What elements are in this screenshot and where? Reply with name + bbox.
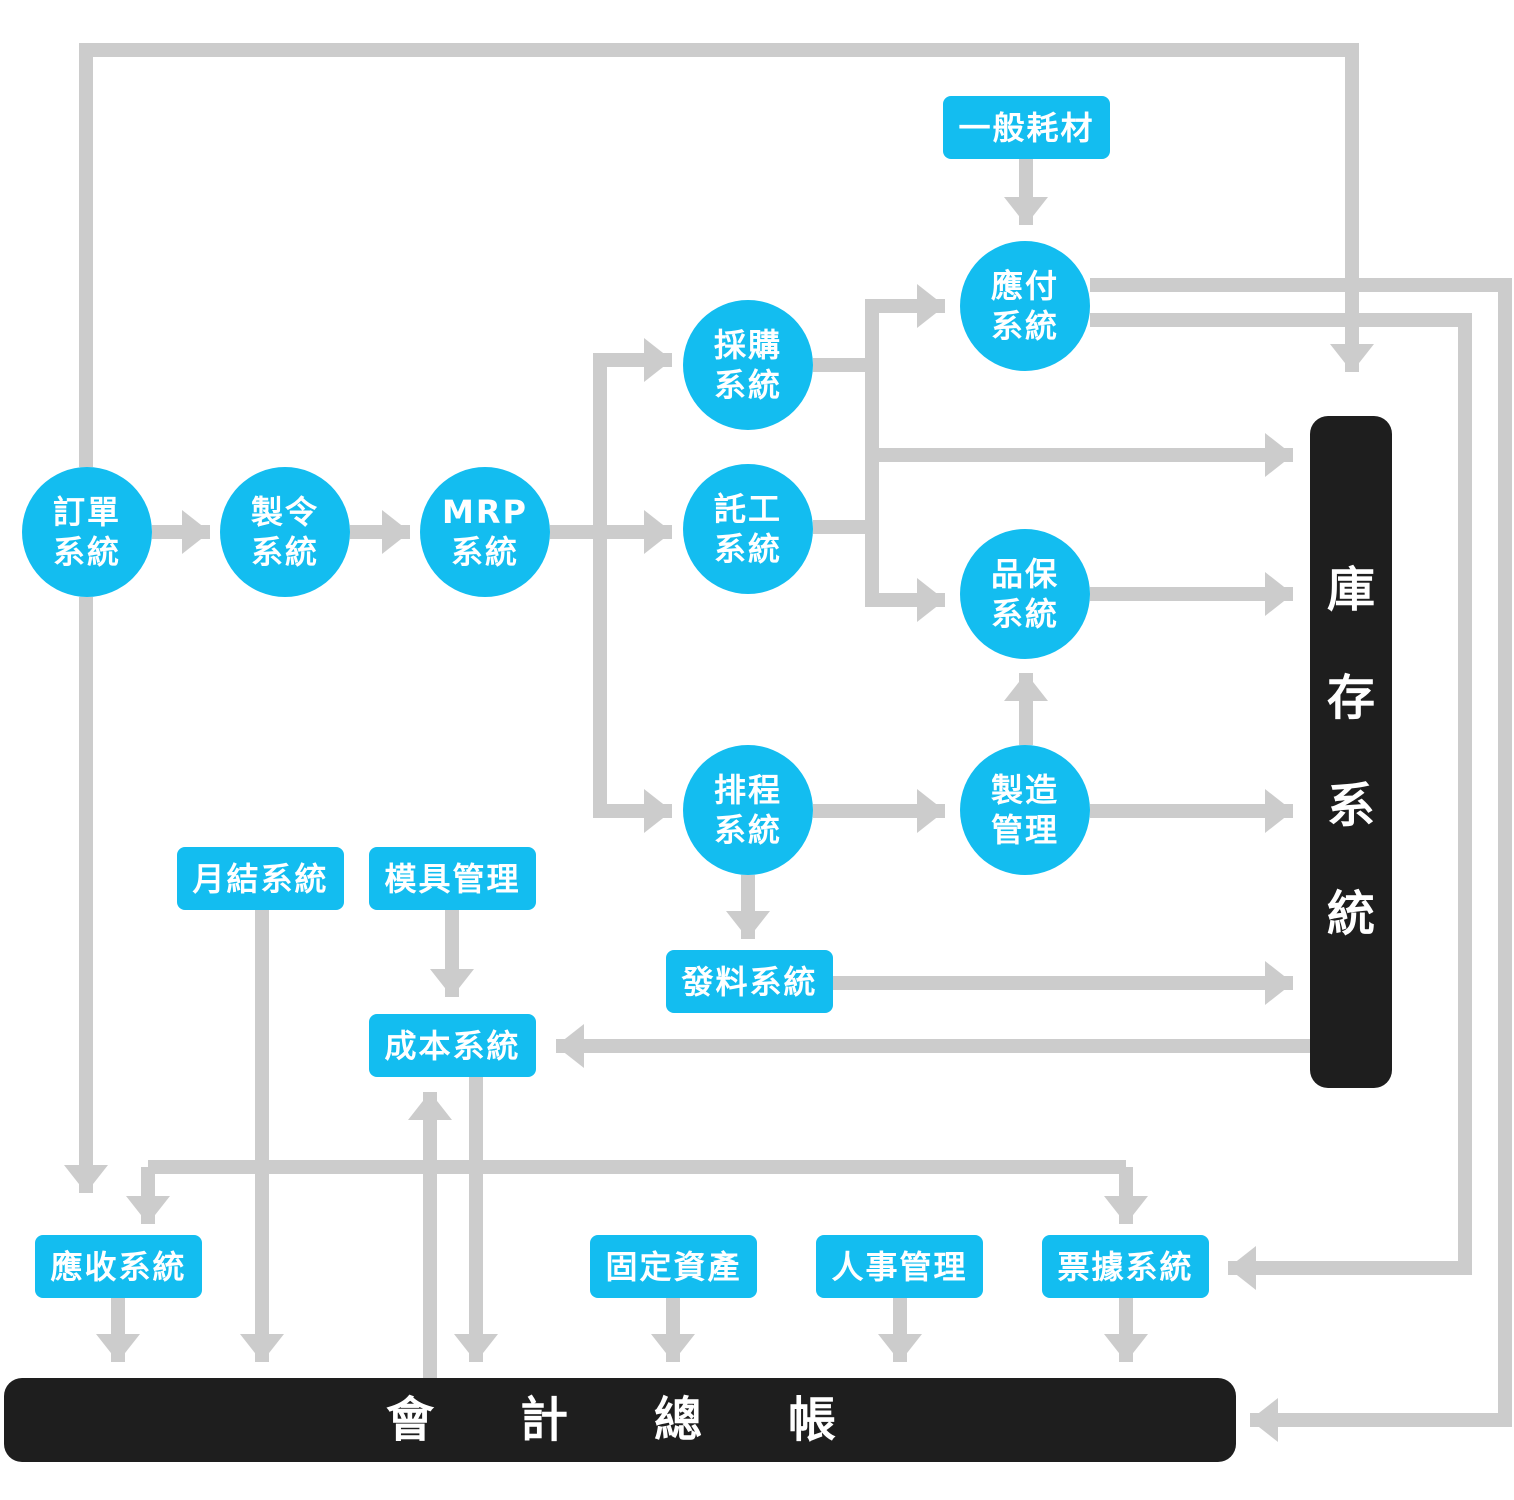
to-payables-arrow-head [917,284,945,328]
monthly-close-node: 月結系統 [177,847,344,910]
ledger-char-4: 帳 [788,1392,837,1448]
payables-to-voucher-arrow-head [1228,1246,1256,1290]
mrp-system-node: MRP 系統 [420,467,550,597]
cost-to-ledger-arrow-head [454,1334,498,1362]
bus-to-voucher-arrow-head [1104,1196,1148,1224]
manufacturing-to-quality-arrow-head [1004,673,1048,701]
purchasing-system-label-2: 系統 [713,366,782,404]
mrp-system-label-1: MRP [442,493,528,531]
order-system-node: 訂單 系統 [22,467,152,597]
outsourcing-system-label-1: 託工 [713,490,782,528]
manufacturing-mgmt-label-1: 製造 [990,771,1059,809]
workorder-to-mrp-arrow-head [382,510,410,554]
consumables-node: 一般耗材 [943,96,1110,159]
work-order-system-node: 製令 系統 [220,467,350,597]
quality-system-node: 品保 系統 [960,529,1090,659]
mrp-to-scheduling-arrow-line [593,532,672,818]
scheduling-system-node: 排程 系統 [683,745,813,875]
inventory-char-2: 存 [1326,670,1375,726]
payables-system-node: 應付 系統 [960,241,1090,371]
bus-to-receivables-arrow-head [126,1196,170,1224]
payables-to-ledger-arrow-head [1250,1398,1278,1442]
scheduling-to-material-arrow-head [726,911,770,939]
ledger-char-3: 總 [654,1392,703,1448]
mrp-to-scheduling-arrow-head [644,789,672,833]
quality-system-label-1: 品保 [990,555,1059,593]
hr-mgmt-node: 人事管理 [816,1235,983,1298]
mrp-to-purchasing-arrow-line [593,353,672,532]
mrp-to-purchasing-arrow-head [644,338,672,382]
inventory-to-cost-arrow-head [556,1024,584,1068]
cost-system-node: 成本系統 [369,1014,536,1077]
quality-system-label-2: 系統 [990,595,1059,633]
ledger-to-cost-arrow-head [408,1092,452,1120]
consumables-to-payables-arrow-head [1004,197,1048,225]
fixed-assets-node: 固定資產 [590,1235,757,1298]
manufacturing-mgmt-label-2: 管理 [990,811,1059,849]
payables-system-label-2: 系統 [990,307,1059,345]
order-system-label-2: 系統 [52,533,121,571]
mrp-to-outsourcing-arrow-head [644,510,672,554]
to-payables-arrow-line [865,299,945,365]
manufacturing-to-inventory-arrow-head [1265,789,1293,833]
outsourcing-system-node: 託工 系統 [683,464,813,594]
material-to-inventory-arrow-head [1265,961,1293,1005]
work-order-system-label-1: 製令 [250,493,319,531]
order-system-label-1: 訂單 [52,493,121,531]
order-to-receivables-arrow-head [64,1165,108,1193]
to-quality-arrow-line [865,365,945,607]
mold-to-cost-arrow-head [430,969,474,997]
manufacturing-mgmt-node: 製造 管理 [960,745,1090,875]
quality-to-inventory-arrow-head [1265,572,1293,616]
work-order-system-label-2: 系統 [250,533,319,571]
general-ledger-block: 會 計 總 帳 [4,1378,1236,1462]
order-to-workorder-arrow-head [182,510,210,554]
outsourcing-system-label-2: 系統 [713,530,782,568]
to-inventory-upper-arrow-head [1265,433,1293,477]
inventory-system-block: 庫 存 系 統 [1310,416,1392,1088]
hr-to-ledger-arrow-head [878,1334,922,1362]
voucher-to-ledger-arrow-head [1104,1334,1148,1362]
mrp-system-label-2: 系統 [450,533,519,571]
inventory-char-4: 統 [1326,886,1375,942]
monthly-to-ledger-arrow-head [240,1334,284,1362]
payables-to-ledger-arrow-line [1090,278,1512,1427]
scheduling-to-manufacturing-arrow-head [917,789,945,833]
inventory-char-1: 庫 [1326,562,1375,618]
order-to-inventory-arrow-head [1330,344,1374,372]
voucher-system-node: 票據系統 [1042,1235,1209,1298]
scheduling-system-label-2: 系統 [713,811,782,849]
purchasing-system-node: 採購 系統 [683,300,813,430]
payables-to-voucher-arrow-line [1090,313,1472,1275]
scheduling-system-label-1: 排程 [713,771,782,809]
receivables-node: 應收系統 [35,1235,202,1298]
material-issue-node: 發料系統 [666,950,833,1013]
ledger-char-2: 計 [520,1392,569,1448]
receivables-to-ledger-arrow-head [96,1334,140,1362]
payables-system-label-1: 應付 [990,267,1059,305]
inventory-char-3: 系 [1326,778,1375,834]
ledger-char-1: 會 [386,1392,435,1448]
purchasing-system-label-1: 採購 [713,326,782,364]
mold-mgmt-node: 模具管理 [369,847,536,910]
to-quality-arrow-head [917,578,945,622]
assets-to-ledger-arrow-head [651,1334,695,1362]
order-to-inventory-arrow-line [79,43,1359,467]
